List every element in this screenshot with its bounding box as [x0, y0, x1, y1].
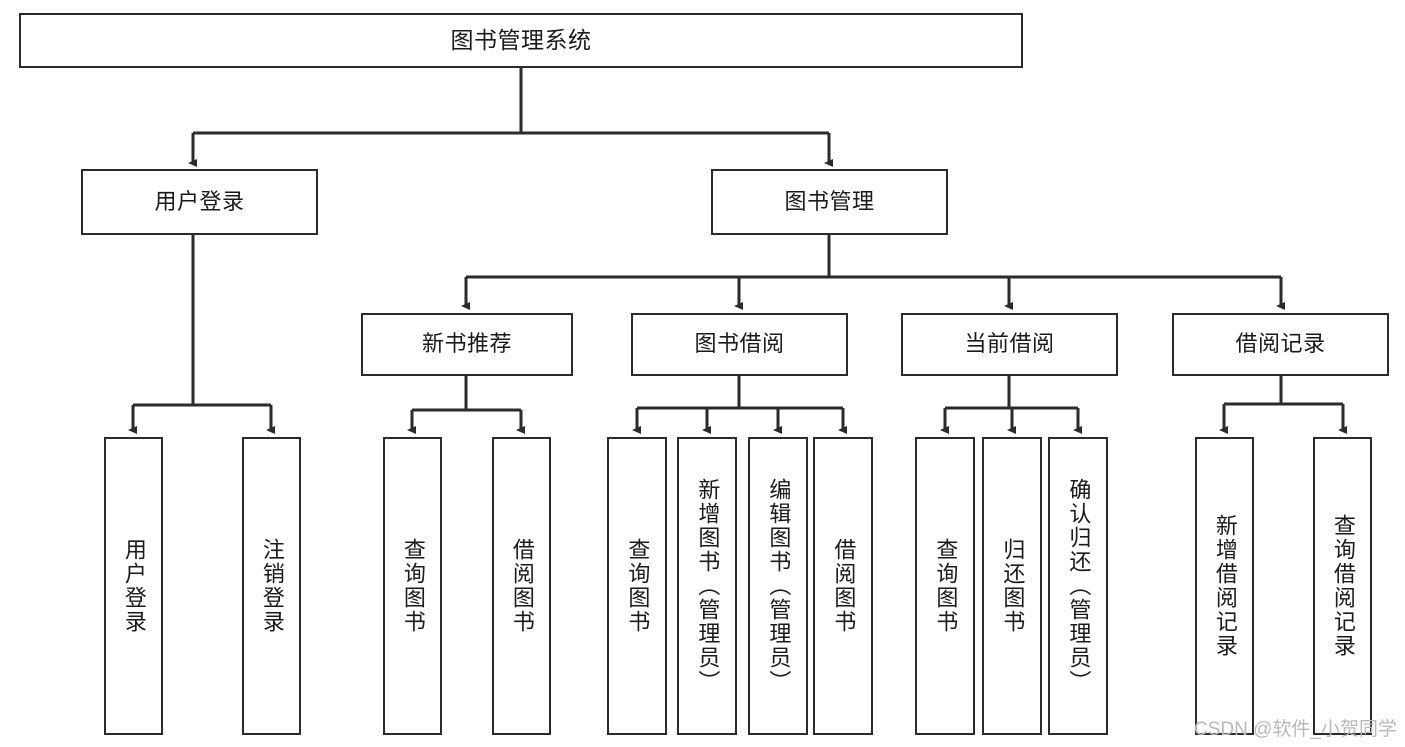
node-label: 查询图书	[400, 538, 426, 634]
leaf-user-login[interactable]: 用户登录	[104, 437, 163, 735]
leaf-query-book-borrow[interactable]: 查询图书	[607, 437, 667, 735]
node-label: 当前借阅	[964, 331, 1055, 357]
leaf-add-borrow-record[interactable]: 新增借阅记录	[1195, 437, 1254, 735]
node-label: 查询图书	[933, 538, 959, 634]
node-label: 归还图书	[1000, 538, 1026, 634]
node-label: 借阅图书	[831, 538, 857, 634]
leaf-borrow-book[interactable]: 借阅图书	[813, 437, 873, 735]
node-label: 查询图书	[625, 538, 651, 634]
node-label: 用户登录	[154, 188, 245, 214]
node-root-book-management-system[interactable]: 图书管理系统	[19, 13, 1023, 68]
leaf-query-borrow-record[interactable]: 查询借阅记录	[1313, 437, 1372, 735]
node-new-book-recommend[interactable]: 新书推荐	[361, 313, 573, 376]
node-label: 图书管理系统	[450, 26, 592, 53]
node-book-borrow[interactable]: 图书借阅	[631, 313, 848, 376]
leaf-return-book[interactable]: 归还图书	[982, 437, 1042, 735]
node-label: 新书推荐	[421, 331, 512, 357]
node-label: 用户登录	[121, 538, 147, 634]
leaf-add-book-admin[interactable]: 新增图书（管理员）	[677, 437, 737, 735]
node-label: 确认归还（管理员）	[1066, 478, 1092, 694]
node-label: 新增图书（管理员）	[695, 478, 721, 694]
leaf-query-book-recommend[interactable]: 查询图书	[383, 437, 442, 735]
node-book-management[interactable]: 图书管理	[711, 169, 948, 235]
leaf-confirm-return-admin[interactable]: 确认归还（管理员）	[1048, 437, 1108, 735]
node-label: 注销登录	[259, 538, 285, 634]
node-label: 图书管理	[784, 188, 875, 214]
node-label: 借阅图书	[509, 538, 535, 634]
leaf-borrow-book-recommend[interactable]: 借阅图书	[492, 437, 551, 735]
node-current-borrow[interactable]: 当前借阅	[901, 313, 1118, 376]
leaf-edit-book-admin[interactable]: 编辑图书（管理员）	[748, 437, 808, 735]
node-label: 新增借阅记录	[1212, 514, 1238, 658]
leaf-query-book-current[interactable]: 查询图书	[915, 437, 975, 735]
leaf-user-logout[interactable]: 注销登录	[242, 437, 301, 735]
node-label: 借阅记录	[1235, 331, 1326, 357]
node-user-login[interactable]: 用户登录	[81, 169, 318, 235]
node-label: 查询借阅记录	[1330, 514, 1356, 658]
node-label: 编辑图书（管理员）	[766, 478, 792, 694]
node-label: 图书借阅	[694, 331, 785, 357]
node-borrow-record[interactable]: 借阅记录	[1172, 313, 1389, 376]
